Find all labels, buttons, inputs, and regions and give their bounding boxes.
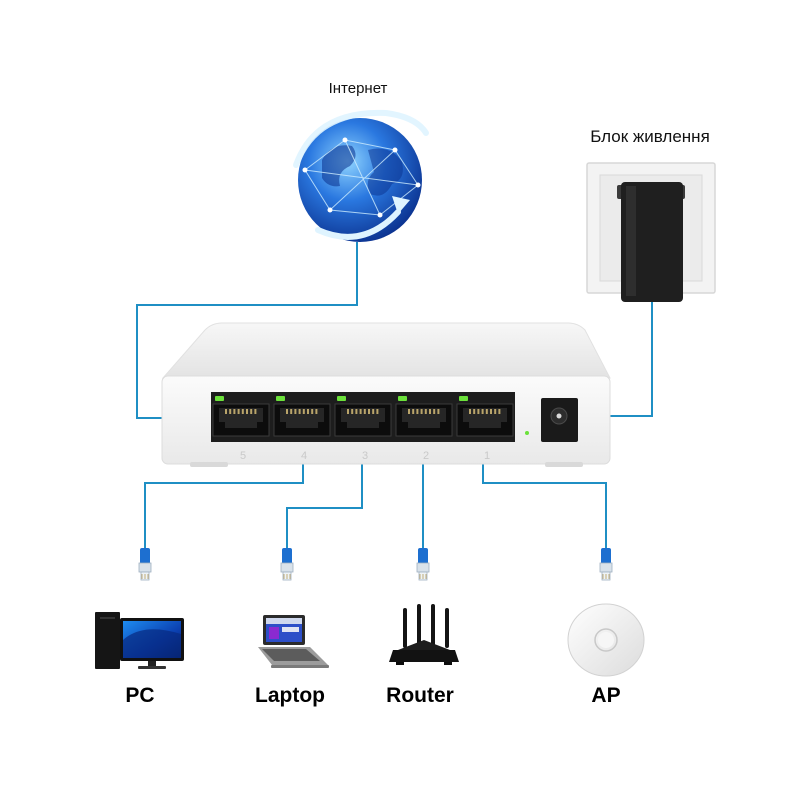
dc-power-jack [541,398,578,442]
access-point-icon [567,603,645,677]
ethernet-port-1: 1 [456,396,514,462]
rj45-connector-icon [138,548,152,581]
rj45-connector-icon [416,548,430,581]
power-supply-icon [586,162,716,302]
router-icon [389,604,459,665]
pc-label: PC [125,684,155,707]
rj45-connector-icon [599,548,613,581]
rj45-connector-icon [280,548,294,581]
power-led [525,431,529,435]
internet-globe-icon [293,109,429,242]
port-number: 5 [240,450,246,462]
ethernet-port-2: 2 [395,396,453,462]
ethernet-port-5: 5 [212,396,270,462]
port-led [215,396,224,401]
port-number: 2 [423,450,429,462]
ap-label: AP [591,684,621,707]
port-led [398,396,407,401]
port-number: 1 [484,450,490,462]
ethernet-port-4: 4 [273,396,331,462]
laptop-icon [258,615,329,668]
ethernet-switch [161,322,611,467]
power-supply-label: Блок живлення [590,127,710,146]
port-led [459,396,468,401]
laptop-cable [286,424,363,550]
pc-icon [95,612,184,669]
rj45-connectors [138,548,613,581]
port-led [337,396,346,401]
switch-ports: 5 4 3 2 1 [212,396,514,462]
port-number: 3 [362,450,368,462]
laptop-label: Laptop [255,684,325,707]
port-number: 4 [301,450,307,462]
internet-label: Інтернет [328,80,388,97]
port-led [276,396,285,401]
ethernet-port-3: 3 [334,396,392,462]
router-label: Router [386,684,454,707]
